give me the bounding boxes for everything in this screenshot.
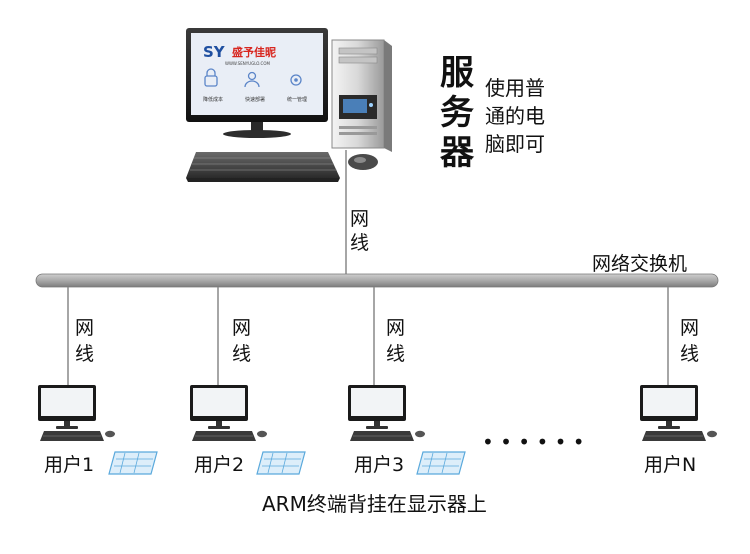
user-3-arm-terminal-icon — [416, 451, 466, 475]
server-logo-website: WWW.SENYUGLO.COM — [225, 61, 270, 66]
users-icon — [247, 71, 257, 81]
user-n-label: 用户N — [644, 454, 696, 476]
user-terminal-3: 网 线 用户3 — [348, 287, 466, 476]
user-3-label: 用户3 — [354, 454, 404, 476]
network-switch-bar — [35, 273, 719, 288]
user-terminal-2: 网 线 用户2 — [190, 287, 306, 476]
arm-terminal-caption: ARM终端背挂在显示器上 — [262, 492, 487, 516]
server-screen — [191, 33, 323, 115]
lock-icon — [204, 75, 218, 87]
user-2-cable-label-1: 网 — [232, 317, 251, 339]
server-note-line-1: 使用普 — [485, 76, 545, 100]
switch-label: 网络交换机 — [592, 253, 687, 275]
user-2-label: 用户2 — [194, 454, 244, 476]
server-title-char-3: 器 — [440, 133, 475, 173]
server-title-char-1: 服 — [440, 53, 474, 93]
user-n-workstation-icon — [640, 385, 717, 441]
user-2-workstation-icon — [190, 385, 267, 441]
user-3-cable-label-2: 线 — [386, 343, 405, 365]
ellipsis-dots: • • • • • • — [482, 430, 585, 454]
user-3-workstation-icon — [348, 385, 425, 441]
user-2-arm-terminal-icon — [256, 451, 306, 475]
server-computer: SY 盛予佳昵 WWW.SENYUGLO.COM 降低成本 快速部署 统一管理 — [186, 28, 392, 182]
server-screen-button-1: 降低成本 — [203, 96, 223, 103]
user-1-label: 用户1 — [44, 454, 94, 476]
server-title-char-2: 务 — [440, 93, 474, 133]
user-3-cable-label-1: 网 — [386, 317, 405, 339]
user-n-cable-label-2: 线 — [680, 343, 699, 365]
server-screen-icons — [204, 68, 302, 88]
server-tower — [331, 39, 392, 152]
user-1-workstation-icon — [38, 385, 115, 441]
server-screen-button-3: 统一管理 — [287, 96, 307, 103]
server-cable-label-2: 线 — [350, 232, 369, 254]
user-1-arm-terminal-icon — [108, 451, 158, 475]
user-terminal-1: 网 线 用户1 — [38, 287, 158, 476]
server-monitor: SY 盛予佳昵 WWW.SENYUGLO.COM 降低成本 快速部署 统一管理 — [186, 28, 328, 138]
user-1-cable-label-1: 网 — [75, 317, 94, 339]
server-note-line-3: 脑即可 — [485, 132, 545, 156]
gear-icon — [290, 74, 302, 86]
user-terminal-n: 网 线 用户N — [640, 287, 717, 476]
server-cable-label-1: 网 — [350, 208, 369, 230]
server-keyboard — [186, 152, 340, 182]
server-logo-text: 盛予佳昵 — [232, 45, 276, 59]
server-note-line-2: 通的电 — [485, 104, 545, 128]
user-2-cable-label-2: 线 — [232, 343, 251, 365]
user-n-cable-label-1: 网 — [680, 317, 699, 339]
user-1-cable-label-2: 线 — [75, 343, 94, 365]
server-screen-button-2: 快速部署 — [245, 96, 265, 103]
server-logo-letters: SY — [203, 43, 226, 61]
